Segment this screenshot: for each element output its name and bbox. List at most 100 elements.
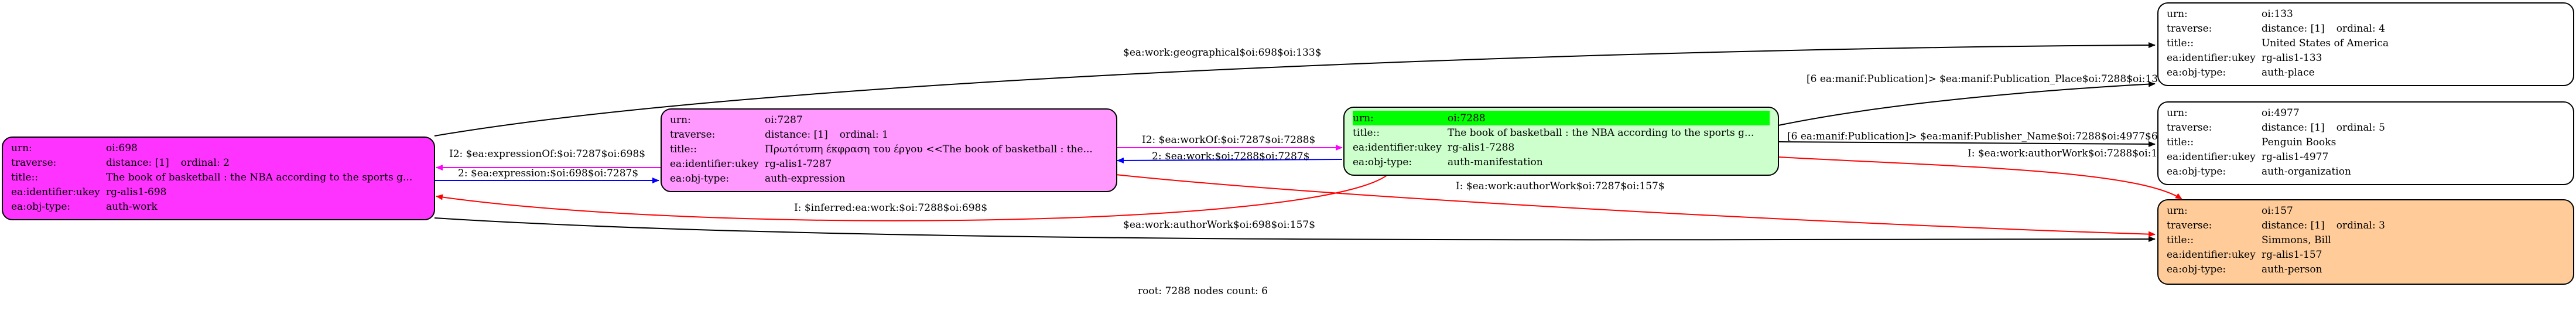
edge-publisher-name <box>1778 141 2156 147</box>
field-value: Simmons, Bill <box>2262 234 2331 246</box>
edge-label-manifestation-author-work: I: $ea:work:authorWork$oi:7288$oi:157$ <box>1968 148 2177 159</box>
edge-label-inferred-work: I: $inferred:ea:work:$oi:7288$oi:698$ <box>794 202 987 214</box>
field-key: urn: <box>2167 107 2188 119</box>
ordinal-value: ordinal: 3 <box>2336 219 2385 231</box>
field-key: urn: <box>11 142 32 154</box>
field-value: rg-alis1-4977 <box>2262 151 2329 163</box>
edge-publication-place <box>1778 81 2156 126</box>
node-row-obj-type: ea:obj-type:auth-organization <box>2167 164 2565 179</box>
ordinal-value: ordinal: 4 <box>2336 22 2385 35</box>
node-row-ukey: ea:identifier:ukey rg-alis1-157 <box>2167 247 2565 262</box>
edge-label-expression-of: I2: $ea:expressionOf:$oi:7287$oi:698$ <box>449 148 645 160</box>
node-row-traverse: traverse: distance: [1] ordinal: 1 <box>670 127 1108 142</box>
edge-label-work-manifestation: 2: $ea:work:$oi:7288$oi:7287$ <box>1152 151 1309 162</box>
field-key: urn: <box>1353 112 1374 124</box>
edge-manifestation-author-work <box>1778 156 2182 200</box>
edge-work-geographical <box>434 42 2156 137</box>
field-value: auth-organization <box>2262 165 2351 178</box>
field-key: ea:obj-type: <box>11 200 71 213</box>
distance-value: distance: [1] <box>106 156 169 169</box>
node-expression[interactable]: urn: oi:7287 traverse: distance: [1] ordina… <box>661 108 1117 192</box>
field-value: oi:157 <box>2262 204 2293 217</box>
node-person[interactable]: urn: oi:157 traverse:distance: [1]ordinal… <box>2157 199 2574 285</box>
node-row-urn: urn: oi:4977 <box>2167 105 2565 120</box>
field-key: traverse: <box>2167 22 2212 35</box>
field-value: distance: [1] ordinal: 2 <box>106 157 426 169</box>
field-key: title:: <box>2167 234 2194 246</box>
field-key: traverse: <box>2167 121 2212 134</box>
field-key: ea:identifier:ukey <box>2167 52 2256 64</box>
node-row-title: title::Simmons, Bill <box>2167 233 2565 247</box>
field-key: title:: <box>2167 136 2194 148</box>
edge-label-work-author-work: $ea:work:authorWork$oi:698$oi:157$ <box>1123 219 1315 231</box>
edge-label-work-geographical: $ea:work:geographical$oi:698$oi:133$ <box>1123 47 1322 59</box>
node-place[interactable]: urn: oi:133 traverse: distance: [1] ordinal… <box>2157 2 2574 86</box>
distance-value: distance: [1] <box>765 128 828 141</box>
field-value: distance: [1] ordinal: 4 <box>2262 23 2565 35</box>
field-value: Penguin Books <box>2262 136 2336 148</box>
field-key: ea:identifier:ukey <box>1353 141 1442 154</box>
field-key: urn: <box>670 114 691 126</box>
node-row-urn: urn: oi:157 <box>2167 203 2565 218</box>
node-row-obj-type: ea:obj-type: auth-work <box>11 199 426 214</box>
edge-label-work-expression: 2: $ea:expression:$oi:698$oi:7287$ <box>458 168 638 179</box>
field-value: The book of basketball : the NBA accordi… <box>1448 127 1754 139</box>
field-key: ea:obj-type: <box>670 172 730 185</box>
node-work[interactable]: urn: oi:698 traverse: distance: [1] ordinal… <box>2 137 435 220</box>
field-key: urn: <box>2167 204 2188 217</box>
node-row-title: title::The book of basketball : the NBA … <box>11 170 426 185</box>
edge-label-publisher-name: [6 ea:manif:Publication]> $ea:manif:Publ… <box>1787 131 2158 142</box>
field-value: oi:4977 <box>2262 107 2300 119</box>
node-organization[interactable]: urn: oi:4977 traverse: distance: [1] ordina… <box>2157 101 2574 185</box>
node-row-obj-type: ea:obj-type: auth-expression <box>670 171 1108 186</box>
ordinal-value: ordinal: 1 <box>839 128 888 141</box>
field-key: ea:identifier:ukey <box>2167 248 2256 261</box>
field-value: United States of America <box>2262 37 2389 49</box>
distance-value: distance: [1] <box>2262 121 2325 134</box>
node-row-obj-type: ea:obj-type:auth-manifestation <box>1353 155 1770 169</box>
node-row-urn: urn: oi:698 <box>11 141 426 155</box>
field-key: traverse: <box>2167 219 2212 231</box>
field-value: distance: [1] ordinal: 5 <box>2262 122 2565 134</box>
field-value: auth-expression <box>765 172 846 185</box>
node-row-urn: urn:oi:7288 <box>1353 111 1770 125</box>
edge-label-expression-author-work: I: $ea:work:authorWork$oi:7287$oi:157$ <box>1456 180 1665 192</box>
field-value: oi:7287 <box>765 114 803 126</box>
field-value: oi:698 <box>106 142 138 154</box>
field-value: auth-person <box>2262 263 2322 275</box>
field-key: traverse: <box>670 128 716 141</box>
edge-label-work-of: I2: $ea:workOf:$oi:7287$oi:7288$ <box>1142 134 1315 146</box>
node-row-urn: urn: oi:133 <box>2167 6 2565 21</box>
field-key: traverse: <box>11 156 57 169</box>
ordinal-value: ordinal: 2 <box>180 156 230 169</box>
field-key: ea:obj-type: <box>2167 263 2226 275</box>
edge-work-author-work <box>434 217 2156 243</box>
node-row-title: title::United States of America <box>2167 36 2565 50</box>
field-key: ea:identifier:ukey <box>670 158 759 170</box>
ordinal-value: ordinal: 5 <box>2336 121 2385 134</box>
field-value: distance: [1] ordinal: 1 <box>765 129 1108 141</box>
edge-work-manifestation <box>1117 157 1343 163</box>
field-key: title:: <box>1353 127 1380 139</box>
field-value: Πρωτότυπη έκφραση του έργου <<The book o… <box>765 143 1093 155</box>
field-value: oi:133 <box>2262 8 2293 20</box>
field-value: The book of basketball : the NBA accordi… <box>106 171 413 183</box>
field-key: ea:obj-type: <box>1353 156 1412 168</box>
field-key: title:: <box>670 143 697 155</box>
node-row-obj-type: ea:obj-type:auth-place <box>2167 65 2565 80</box>
node-row-traverse: traverse: distance: [1] ordinal: 4 <box>2167 21 2565 36</box>
node-row-traverse: traverse:distance: [1]ordinal: 3 <box>2167 218 2565 233</box>
node-manifestation[interactable]: urn:oi:7288 title::The book of basketbal… <box>1343 107 1779 176</box>
edge-expression-author-work <box>1115 174 2156 237</box>
edge-inferred-work <box>436 174 1388 221</box>
field-key: urn: <box>2167 8 2188 20</box>
field-key: title:: <box>2167 37 2194 49</box>
field-value: rg-alis1-157 <box>2262 248 2322 261</box>
field-value: auth-work <box>106 200 158 213</box>
graph-footer: root: 7288 nodes count: 6 <box>1138 285 1268 297</box>
distance-value: distance: [1] <box>2262 22 2325 35</box>
